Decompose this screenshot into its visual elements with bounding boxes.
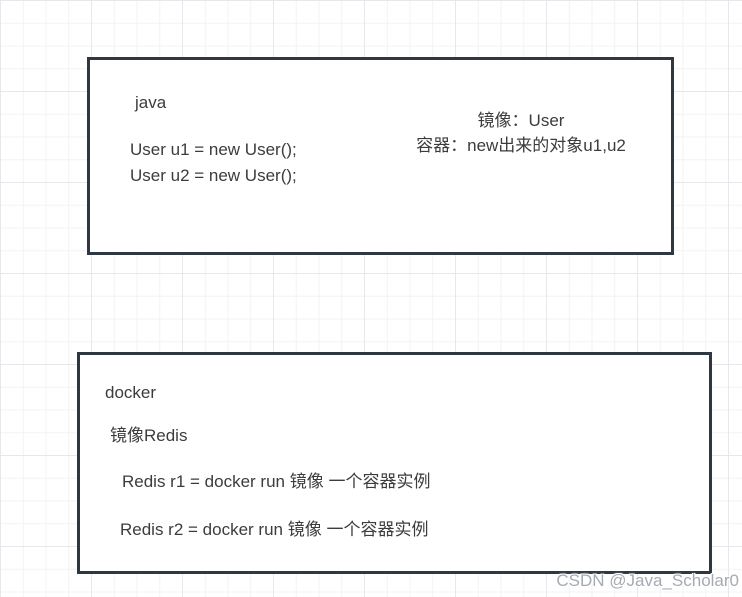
java-annotation-container-line: 容器：new出来的对象u1,u2	[416, 136, 626, 155]
docker-box: docker 镜像Redis Redis r1 = docker run 镜像 …	[77, 352, 712, 574]
java-box-title: java	[135, 93, 167, 112]
java-code-line-2: User u2 = new User();	[130, 166, 297, 185]
docker-image-label: 镜像Redis	[110, 426, 188, 445]
java-code-line-1: User u1 = new User();	[130, 140, 297, 159]
java-annotation-image-line: 镜像：User	[477, 111, 565, 130]
docker-run-line-2: Redis r2 = docker run 镜像 一个容器实例	[120, 520, 429, 539]
docker-box-title: docker	[105, 383, 157, 402]
java-annotation: 镜像：User 容器：new出来的对象u1,u2	[390, 108, 652, 158]
docker-run-line-1: Redis r1 = docker run 镜像 一个容器实例	[122, 472, 431, 491]
csdn-watermark: CSDN @Java_Scholar0	[556, 571, 739, 590]
java-box: java User u1 = new User(); User u2 = new…	[87, 57, 674, 255]
java-code-block: User u1 = new User(); User u2 = new User…	[130, 137, 297, 189]
